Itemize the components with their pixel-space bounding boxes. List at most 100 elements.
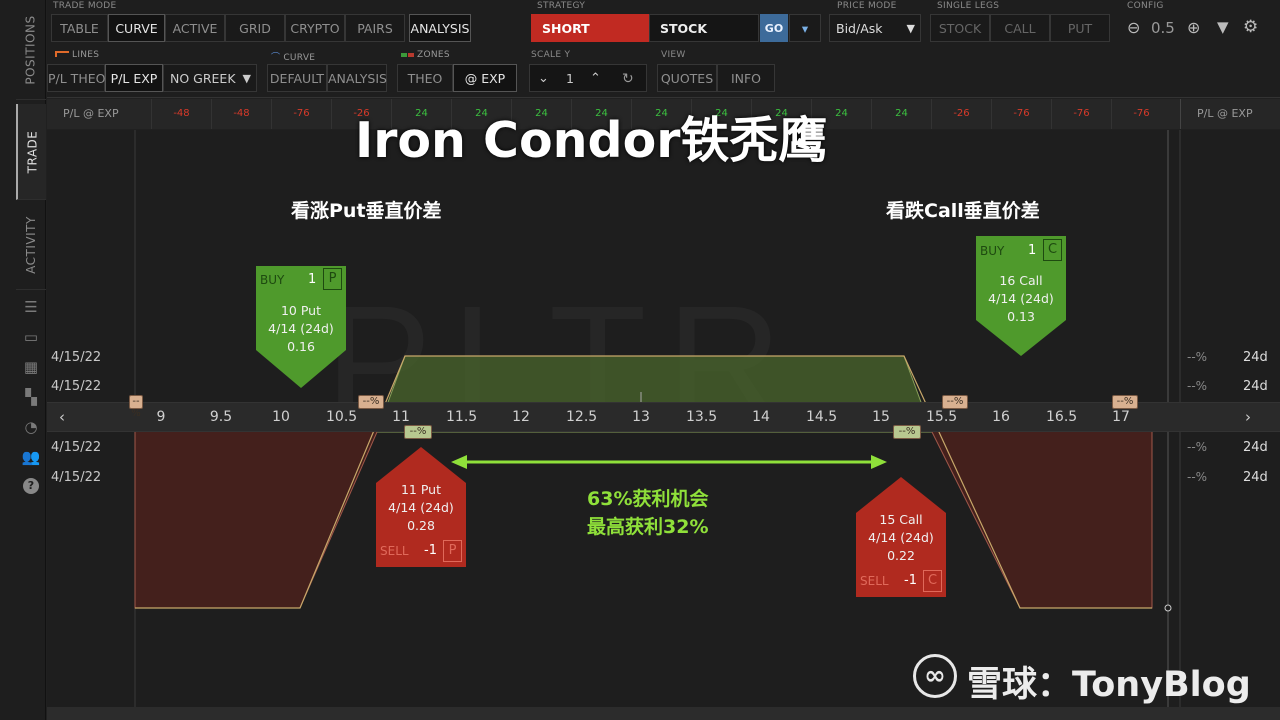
chevron-down-icon[interactable]: ▾ bbox=[789, 14, 821, 42]
zoom-in-icon[interactable]: ⊕ bbox=[1187, 18, 1201, 37]
breakeven-chip: --% bbox=[893, 425, 921, 439]
pl-header-value: -26 bbox=[331, 99, 391, 129]
right-pct-4: --% bbox=[1187, 470, 1208, 484]
scale-up-icon[interactable]: ⌃ bbox=[590, 71, 601, 86]
tab-activity[interactable]: ACTIVITY bbox=[16, 200, 46, 290]
tab-grid[interactable]: GRID bbox=[225, 14, 285, 42]
tv-icon[interactable]: ▭ bbox=[23, 328, 39, 346]
date-label-3: 4/15/22 bbox=[51, 440, 102, 455]
leg-call-button[interactable]: CALL bbox=[990, 14, 1050, 42]
go-button[interactable]: GO bbox=[760, 14, 788, 42]
caret-down-icon: ▼ bbox=[242, 72, 251, 85]
scroll-right-icon[interactable]: › bbox=[1245, 408, 1251, 426]
breakeven-chip: --% bbox=[129, 395, 143, 419]
strike-label: 10 bbox=[272, 409, 290, 425]
zones-label: ZONES bbox=[401, 50, 450, 60]
gear-icon[interactable]: ⚙ bbox=[1243, 17, 1259, 37]
price-mode-value: Bid/Ask bbox=[836, 21, 883, 36]
leg-put-button[interactable]: PUT bbox=[1050, 14, 1110, 42]
scroll-left-icon[interactable]: ‹ bbox=[59, 408, 65, 426]
leg-card-buy-put[interactable]: BUY 1 P 10 Put 4/14 (24d) 0.16 bbox=[256, 266, 346, 388]
tab-pairs[interactable]: PAIRS bbox=[345, 14, 405, 42]
toolbar: TRADE MODE TABLE CURVE ACTIVE GRID CRYPT… bbox=[47, 0, 1280, 98]
view-info-button[interactable]: INFO bbox=[717, 64, 775, 92]
view-quotes-button[interactable]: QUOTES bbox=[657, 64, 717, 92]
leg-stock-button[interactable]: STOCK bbox=[930, 14, 990, 42]
card-shape bbox=[856, 477, 946, 597]
price-mode-label: PRICE MODE bbox=[837, 1, 897, 11]
pl-header-value: -76 bbox=[1111, 99, 1171, 129]
leg-qty: 1 bbox=[1028, 243, 1037, 258]
strike-label: 15 bbox=[872, 409, 890, 425]
card-shape bbox=[976, 236, 1066, 356]
strategy-stock-button[interactable]: STOCK bbox=[649, 14, 759, 42]
lines-swatch-icon bbox=[55, 51, 69, 57]
leg-line2: 4/14 (24d) bbox=[268, 321, 334, 336]
strike-label: 10.5 bbox=[326, 409, 358, 425]
leg-line2: 4/14 (24d) bbox=[868, 530, 934, 545]
right-days-1: 24d bbox=[1243, 350, 1268, 365]
strategy-short-button[interactable]: SHORT bbox=[531, 14, 649, 42]
help-icon[interactable]: ? bbox=[23, 478, 39, 494]
bottom-scrollbar[interactable] bbox=[47, 707, 1280, 720]
zones-theo-button[interactable]: THEO bbox=[397, 64, 453, 92]
loss-zone-right bbox=[931, 407, 1153, 609]
zones-exp-button[interactable]: @ EXP bbox=[453, 64, 517, 92]
zoom-out-icon[interactable]: ⊖ bbox=[1127, 18, 1141, 37]
leg-action: SELL bbox=[860, 574, 889, 588]
strike-label: 9.5 bbox=[209, 409, 233, 425]
strike-label: 16.5 bbox=[1046, 409, 1078, 425]
strike-label: 11 bbox=[392, 409, 410, 425]
call-spread-label: 看跌Call垂直价差 bbox=[886, 200, 1040, 222]
filter-icon[interactable]: ▼ bbox=[1217, 18, 1229, 36]
trade-mode-label: TRADE MODE bbox=[53, 1, 117, 11]
strike-label: 13.5 bbox=[686, 409, 718, 425]
leg-type-badge: C bbox=[923, 570, 942, 592]
tab-curve[interactable]: CURVE bbox=[108, 14, 165, 42]
chart-grid-icon[interactable]: ▦ bbox=[23, 358, 39, 376]
greek-select[interactable]: NO GREEK▼ bbox=[163, 64, 257, 92]
tab-activity-label: ACTIVITY bbox=[24, 215, 38, 274]
tab-trade[interactable]: TRADE bbox=[16, 104, 46, 200]
list-icon[interactable]: ☰ bbox=[24, 298, 38, 316]
scale-y-value: 1 bbox=[566, 71, 574, 86]
reset-icon[interactable]: ↻ bbox=[622, 71, 634, 87]
pl-curve-svg bbox=[134, 130, 1181, 707]
card-shape bbox=[376, 447, 466, 567]
tab-table[interactable]: TABLE bbox=[51, 14, 108, 42]
tab-crypto[interactable]: CRYPTO bbox=[285, 14, 345, 42]
leg-card-sell-call[interactable]: 15 Call 4/14 (24d) 0.22 SELL -1 C bbox=[856, 477, 946, 597]
leg-qty: 1 bbox=[308, 272, 317, 287]
view-label: VIEW bbox=[661, 50, 686, 60]
date-label-1: 4/15/22 bbox=[51, 350, 102, 365]
people-icon[interactable]: 👥 bbox=[21, 448, 41, 466]
leg-card-buy-call[interactable]: BUY 1 C 16 Call 4/14 (24d) 0.13 bbox=[976, 236, 1066, 356]
strategy-label: STRATEGY bbox=[537, 1, 586, 11]
scale-y-label: SCALE Y bbox=[531, 50, 571, 60]
curve-default-button[interactable]: DEFAULT bbox=[267, 64, 327, 92]
slide-title: Iron Condor铁秃鹰 bbox=[355, 112, 828, 169]
leg-qty: -1 bbox=[904, 573, 917, 588]
curve-label: ⌒CURVE bbox=[271, 53, 316, 63]
leg-line1: 11 Put bbox=[400, 482, 442, 497]
scale-down-icon[interactable]: ⌄ bbox=[538, 71, 549, 86]
pl-theo-button[interactable]: P/L THEO bbox=[47, 64, 105, 92]
dashboard-icon[interactable]: ▚ bbox=[25, 388, 37, 406]
leg-card-sell-put[interactable]: 11 Put 4/14 (24d) 0.28 SELL -1 P bbox=[376, 447, 466, 567]
analysis-button[interactable]: ANALYSIS bbox=[409, 14, 471, 42]
price-mode-select[interactable]: Bid/Ask▼ bbox=[829, 14, 921, 42]
zoom-value: 0.5 bbox=[1151, 19, 1175, 37]
right-pct-1: --% bbox=[1187, 350, 1208, 364]
gauge-icon[interactable]: ◔ bbox=[24, 418, 38, 436]
right-days-3: 24d bbox=[1243, 440, 1268, 455]
pl-header-value: -48 bbox=[151, 99, 211, 129]
pl-header-value: 24 bbox=[751, 99, 811, 129]
pl-exp-button[interactable]: P/L EXP bbox=[105, 64, 163, 92]
tab-active[interactable]: ACTIVE bbox=[165, 14, 225, 42]
pl-header-value: -48 bbox=[211, 99, 271, 129]
curve-analysis-button[interactable]: ANALYSIS bbox=[327, 64, 387, 92]
breakeven-chip: --% bbox=[942, 395, 968, 409]
tab-positions[interactable]: POSITIONS bbox=[16, 0, 46, 100]
scale-y-control: ⌄ 1 ⌃ ↻ bbox=[529, 64, 647, 92]
strike-label: 13 bbox=[632, 409, 650, 425]
